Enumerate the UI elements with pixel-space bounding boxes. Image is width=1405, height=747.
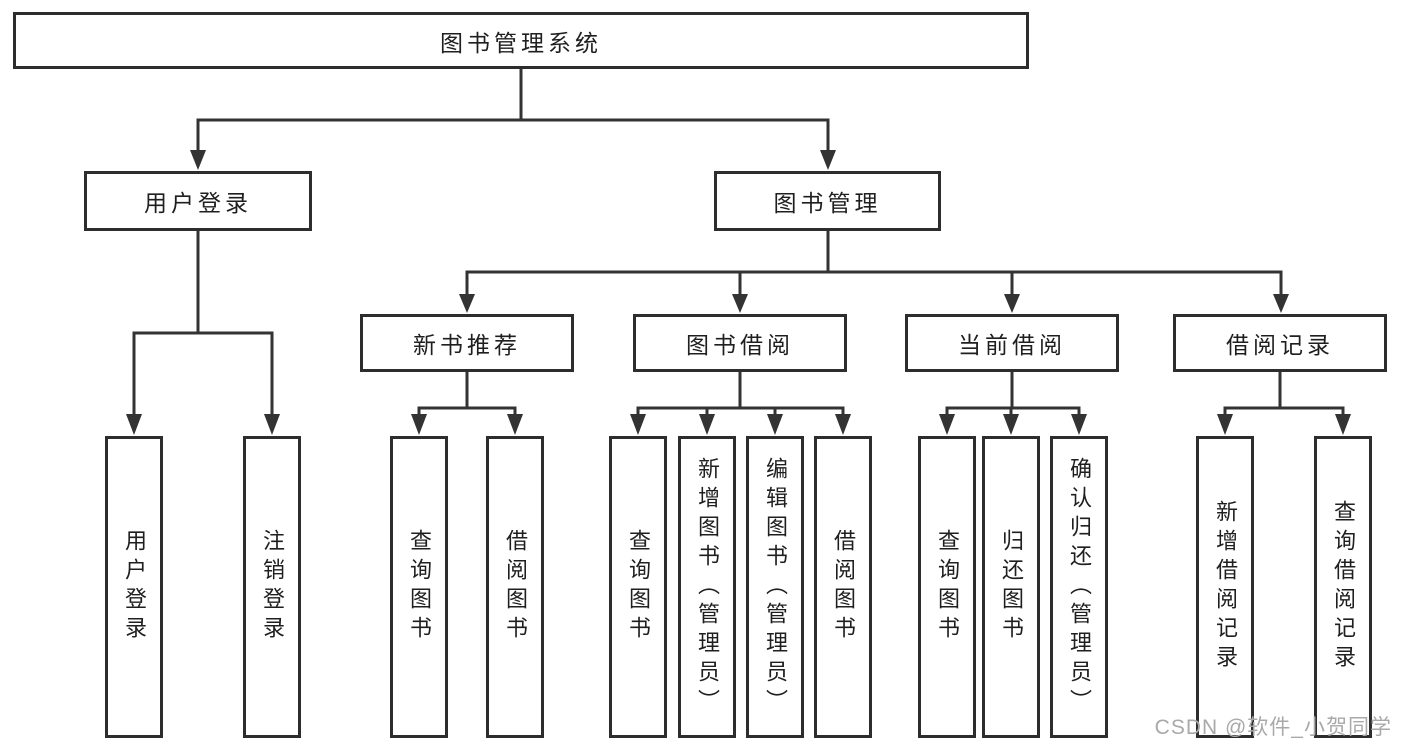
node-user-login: 用户登录 [84, 171, 312, 231]
leaf-query-borrow-record: 查询借阅记录 [1314, 436, 1372, 738]
leaf-edit-books-admin: 编辑图书（管理员） [746, 436, 804, 738]
leaf-add-books-admin: 新增图书（管理员） [678, 436, 736, 738]
watermark: CSDN @软件_小贺同学 [1154, 716, 1392, 739]
node-book-management: 图书管理 [714, 171, 941, 231]
node-borrowing-records: 借阅记录 [1173, 314, 1387, 372]
leaf-query-books-current: 查询图书 [918, 436, 976, 738]
leaf-borrow-books-borrowing: 借阅图书 [814, 436, 872, 738]
leaf-return-books: 归还图书 [982, 436, 1040, 738]
leaf-query-books-borrowing: 查询图书 [609, 436, 667, 738]
node-new-book-recommendation: 新书推荐 [360, 314, 574, 372]
leaf-query-books-recommend: 查询图书 [390, 436, 448, 738]
leaf-user-login: 用户登录 [105, 436, 163, 738]
node-library-management-system: 图书管理系统 [13, 12, 1029, 69]
leaf-add-borrow-record: 新增借阅记录 [1196, 436, 1254, 738]
leaf-borrow-books-recommend: 借阅图书 [486, 436, 544, 738]
leaf-confirm-return-admin: 确认归还（管理员） [1050, 436, 1108, 738]
node-current-borrowing: 当前借阅 [905, 314, 1119, 372]
leaf-logout: 注销登录 [243, 436, 301, 738]
node-book-borrowing: 图书借阅 [633, 314, 847, 372]
